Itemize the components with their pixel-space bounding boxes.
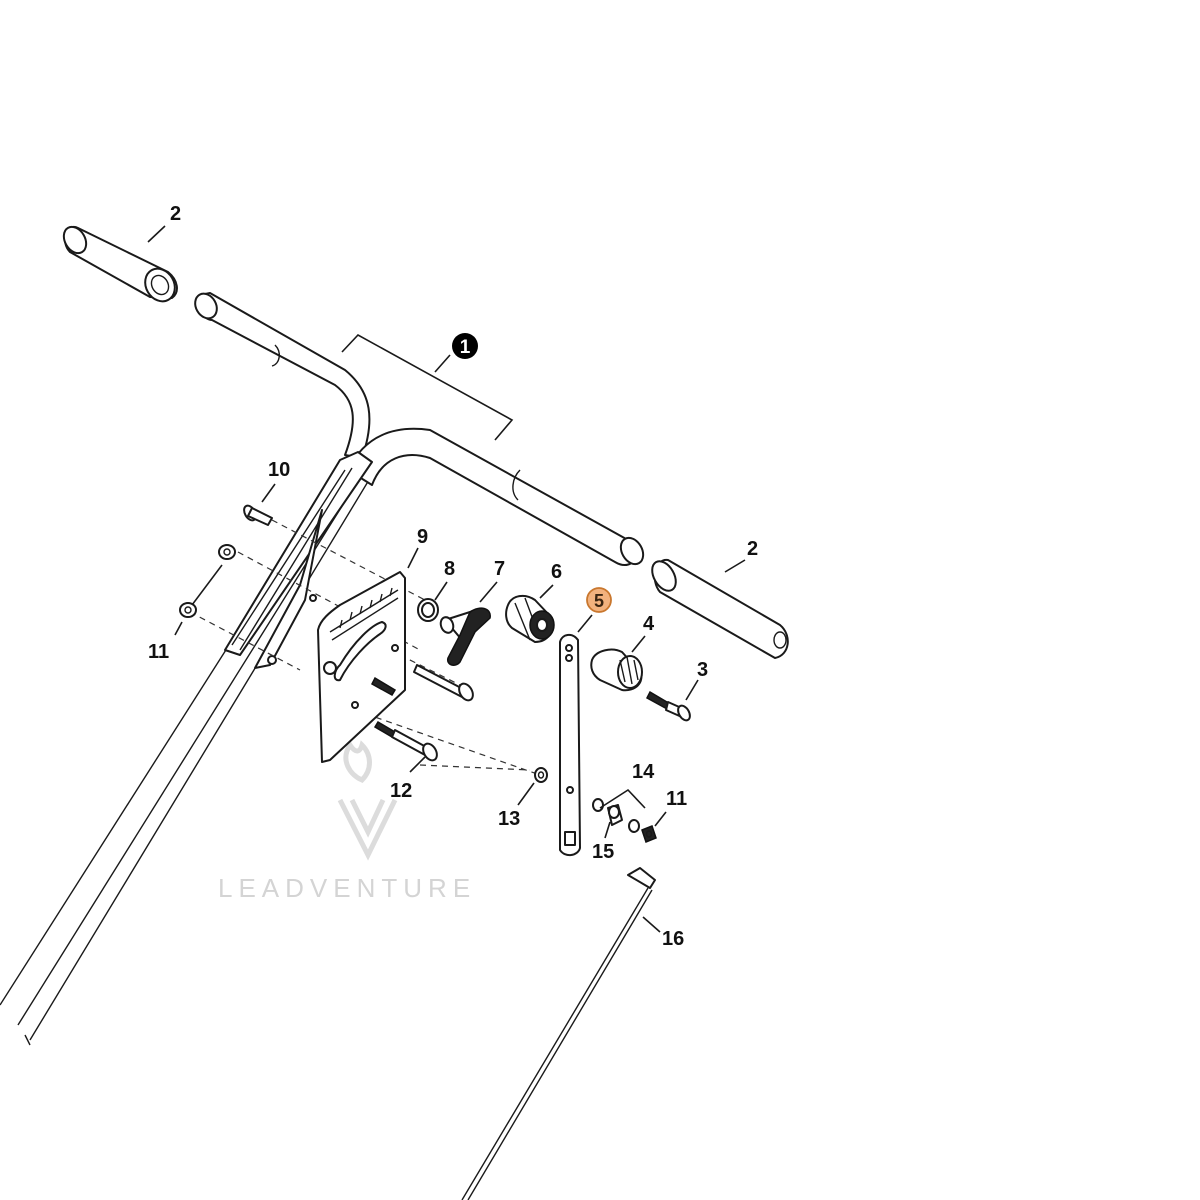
watermark-text: LEADVENTURE xyxy=(218,873,476,903)
callout-2-left[interactable]: 2 xyxy=(170,203,181,225)
callouts: 2 2 1 10 9 8 7 6 5 4 2 3 11 12 13 14 11 … xyxy=(148,203,758,950)
control-rod-16 xyxy=(461,867,656,1200)
callout-11-left[interactable]: 11 xyxy=(148,641,169,663)
nuts-11-left xyxy=(179,544,236,618)
bolt-10 xyxy=(243,504,273,526)
angle-plate-9 xyxy=(317,571,406,763)
callout-8[interactable]: 8 xyxy=(444,558,455,580)
callout-1-badge[interactable]: 1 xyxy=(452,333,478,359)
link-bar-5 xyxy=(559,634,581,856)
hardware-14-15 xyxy=(592,798,657,843)
spacer-8 xyxy=(417,598,439,622)
callout-11-right[interactable]: 11 xyxy=(666,788,687,810)
grip-left xyxy=(62,225,178,303)
leadventure-flame-logo xyxy=(337,740,398,861)
callout-14[interactable]: 14 xyxy=(632,761,655,783)
leader-lines xyxy=(147,225,746,933)
star-knob-7 xyxy=(439,607,491,666)
grip-right xyxy=(651,558,789,659)
callout-6[interactable]: 6 xyxy=(551,561,562,583)
callout-9[interactable]: 9 xyxy=(417,526,428,548)
knob-cap-4 xyxy=(590,648,643,692)
assembly-bracket xyxy=(341,333,514,441)
callout-10[interactable]: 10 xyxy=(268,459,290,481)
callout-1-circle xyxy=(452,333,478,359)
callout-1-label: 1 xyxy=(460,337,471,358)
handle-lower-tubes xyxy=(0,454,376,1046)
bolts-12 xyxy=(371,664,474,762)
callout-3-number[interactable]: 3 xyxy=(697,659,708,681)
knob-housing-6 xyxy=(505,594,555,643)
callout-2-right[interactable]: 2 xyxy=(747,538,758,560)
callout-5-circle xyxy=(586,587,612,613)
callout-4[interactable]: 4 xyxy=(643,613,655,635)
callout-16[interactable]: 16 xyxy=(662,928,684,950)
callout-5-badge[interactable]: 5 xyxy=(586,587,612,613)
bolt-3 xyxy=(646,690,691,722)
callout-13[interactable]: 13 xyxy=(498,808,520,830)
callout-15[interactable]: 15 xyxy=(592,841,614,863)
washer-13 xyxy=(534,767,548,783)
handle-bar-assembly xyxy=(194,292,645,669)
callout-12[interactable]: 12 xyxy=(390,780,412,802)
callout-5-label: 5 xyxy=(594,591,604,611)
callout-7[interactable]: 7 xyxy=(494,558,505,580)
leadventure-watermark: LEADVENTURE xyxy=(218,740,476,903)
